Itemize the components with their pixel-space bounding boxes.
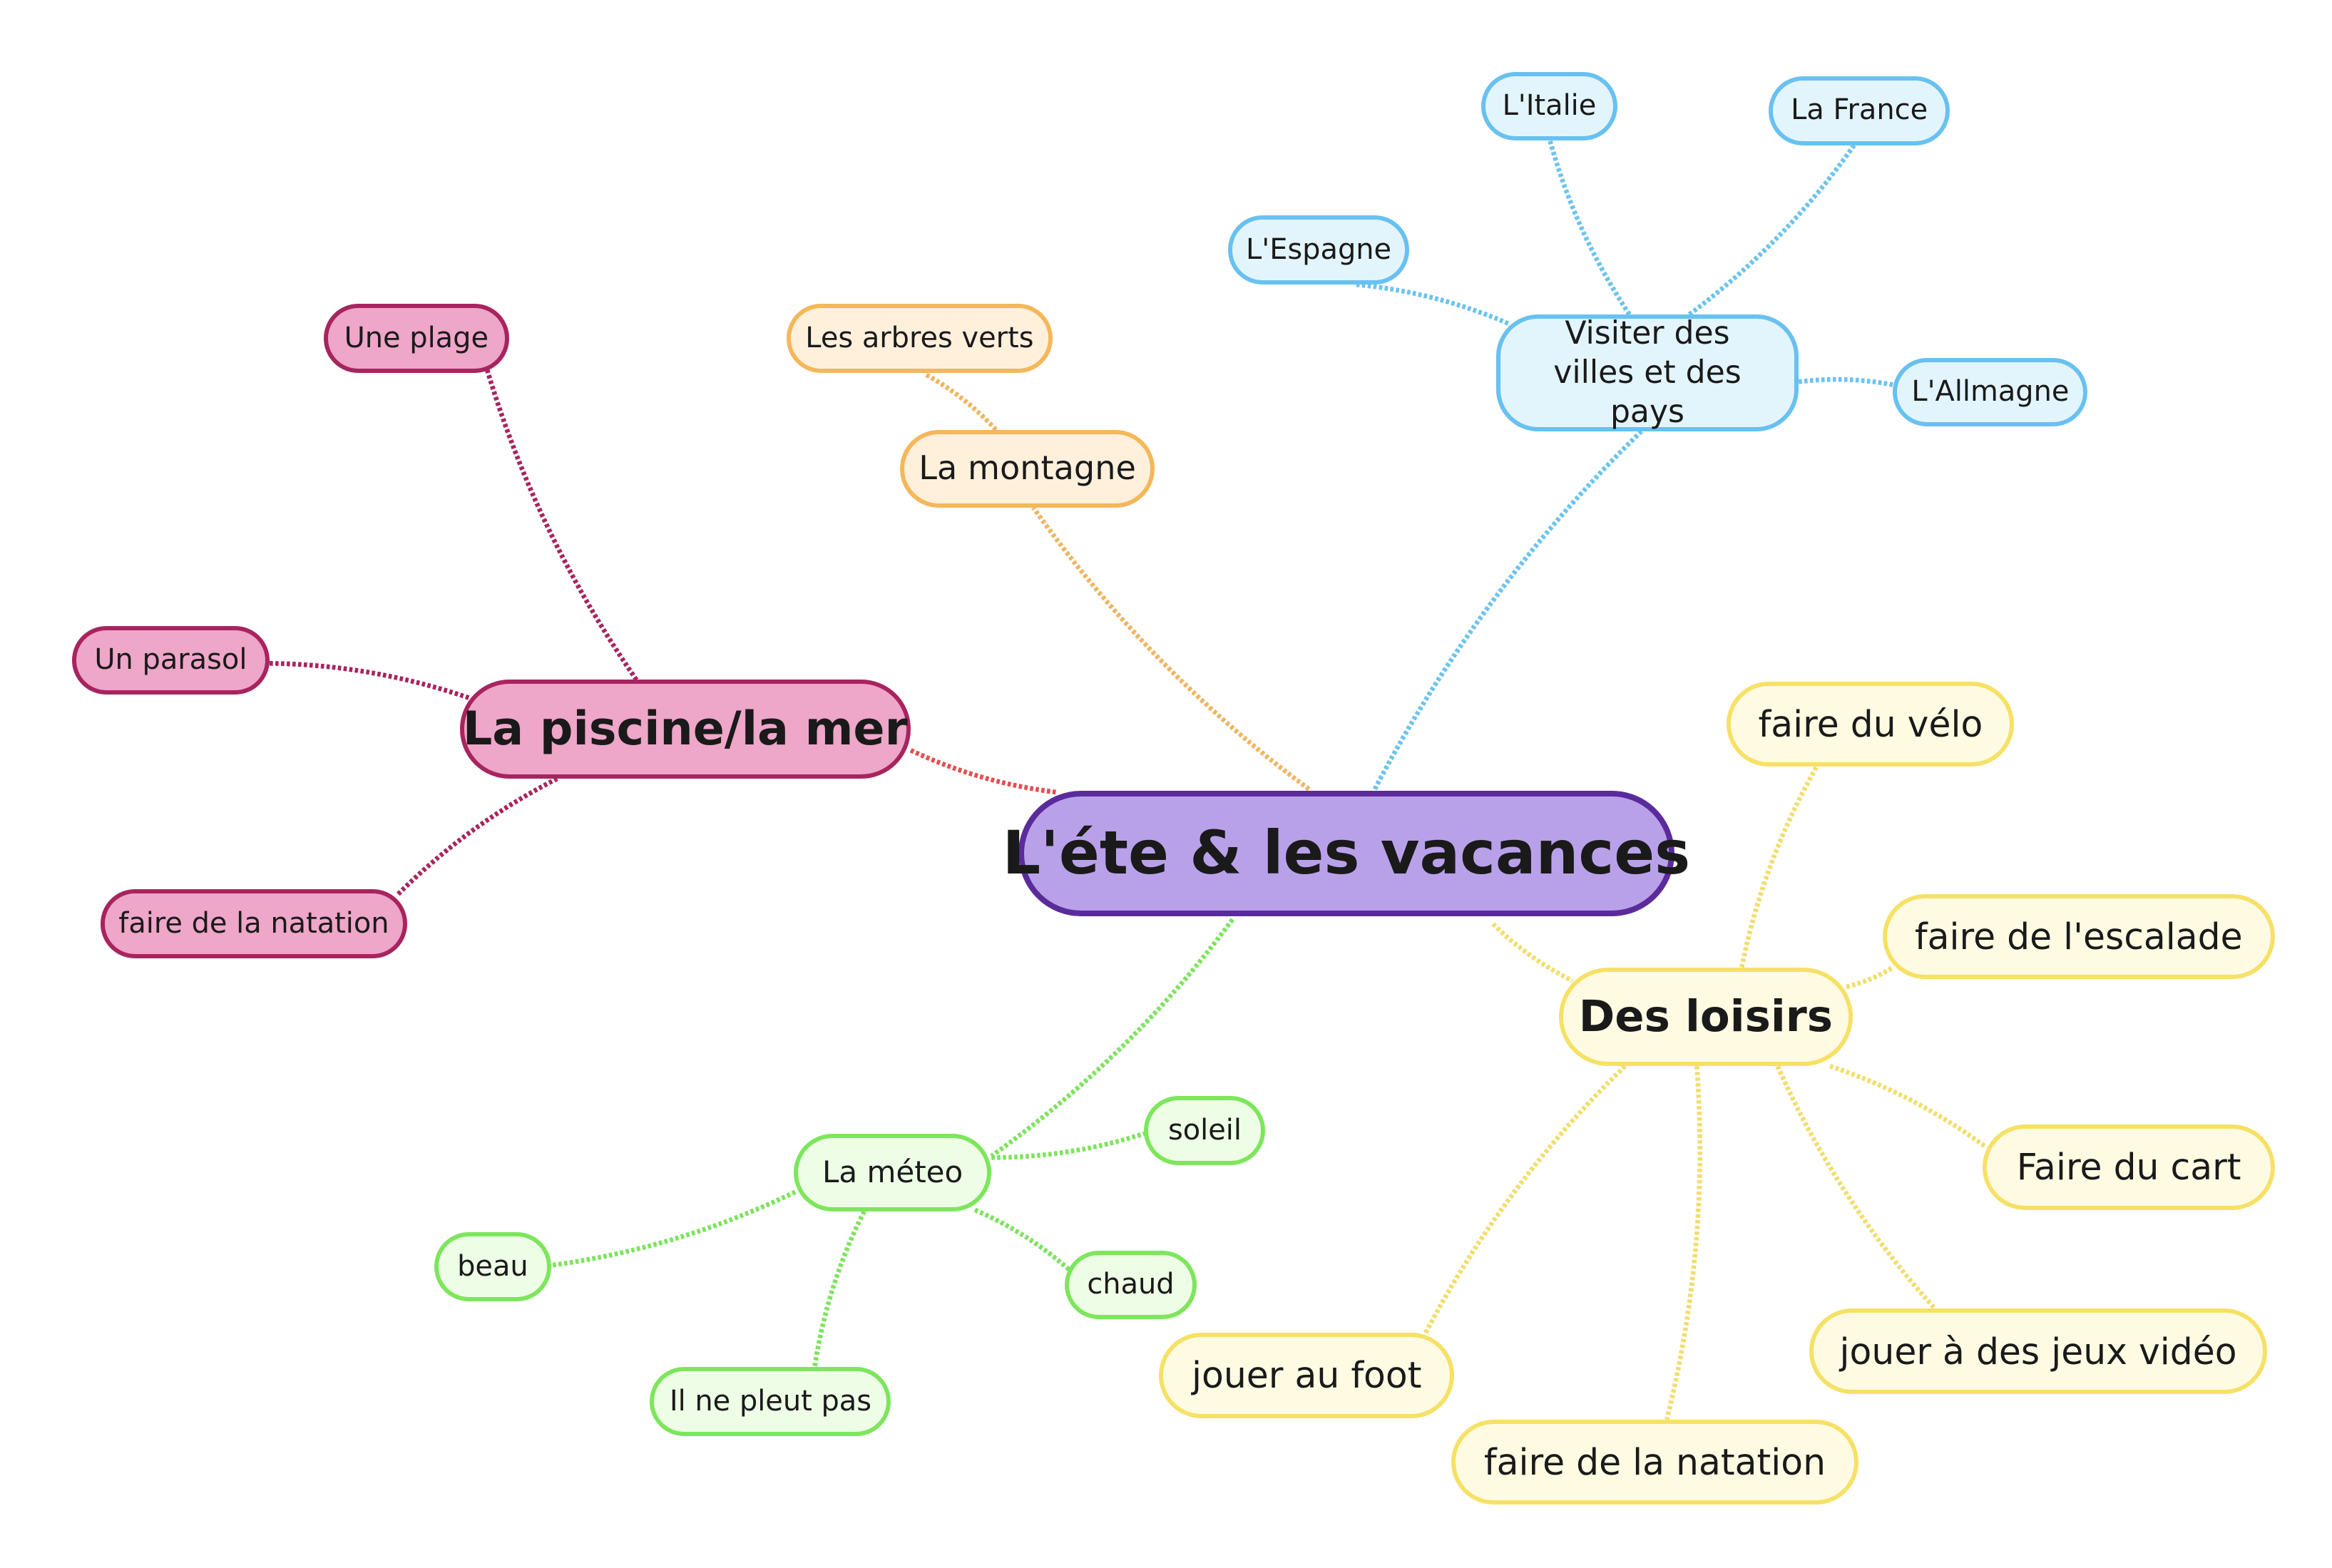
connector-line (1798, 376, 1894, 387)
leaf-france[interactable]: La France (1769, 76, 1950, 145)
connector-line (1739, 765, 1819, 968)
connector-line (1829, 1064, 1988, 1149)
connector-line (1355, 282, 1510, 326)
leaf-beau[interactable]: beau (434, 1232, 551, 1301)
root-node[interactable]: L'éte & les vacances (1003, 790, 1690, 917)
connector-line (812, 1210, 866, 1368)
leaf-label: La France (1791, 93, 1928, 127)
leaf-label: chaud (1087, 1267, 1175, 1301)
connector-line (1031, 506, 1311, 791)
leaf-allmagne[interactable]: L'Allmagne (1893, 357, 2088, 427)
leaf-label: L'Allmagne (1911, 375, 2070, 409)
leaf-chaud[interactable]: chaud (1065, 1250, 1197, 1320)
branch-travel-node[interactable]: Visiter des villes et des pays (1495, 314, 1799, 431)
leaf-les-arbres-verts[interactable]: Les arbres verts (786, 304, 1053, 373)
connector-line (1423, 1064, 1627, 1334)
connector-line (1664, 1065, 1703, 1420)
leaf-label: faire de la natation (1483, 1441, 1826, 1484)
branch-weather-label: La méteo (822, 1154, 963, 1190)
root-label: L'éte & les vacances (1002, 818, 1691, 888)
connector-line (924, 372, 998, 431)
connector-line (973, 1207, 1071, 1272)
leaf-label: beau (457, 1249, 528, 1283)
leaf-label: jouer à des jeux vidéo (1839, 1330, 2237, 1373)
leaf-espagne[interactable]: L'Espagne (1228, 215, 1410, 285)
branch-leisure-node[interactable]: Des loisirs (1559, 967, 1853, 1067)
leaf-soleil[interactable]: soleil (1144, 1096, 1266, 1165)
connector-line (395, 777, 558, 898)
connector-line (990, 918, 1234, 1158)
branch-sea-label: La piscine/la mer (462, 702, 908, 756)
leaf-label: faire du vélo (1758, 702, 1983, 745)
connector-line (909, 748, 1056, 795)
leaf-italie[interactable]: L'Italie (1480, 71, 1617, 141)
connector-line (1372, 429, 1643, 791)
leaf-label: faire de l'escalade (1914, 916, 2243, 958)
leaf-jouer-jeux-video[interactable]: jouer à des jeux vidéo (1809, 1308, 2268, 1395)
connector-line (269, 660, 470, 700)
leaf-faire-de-la-natation-sea[interactable]: faire de la natation (100, 889, 408, 958)
leaf-label: soleil (1167, 1113, 1242, 1147)
leaf-label: L'Italie (1502, 89, 1597, 123)
branch-sea-node[interactable]: La piscine/la mer (459, 680, 911, 779)
connector-line (1775, 1065, 1937, 1311)
leaf-label: Faire du cart (2016, 1146, 2241, 1189)
leaf-faire-de-lescalade[interactable]: faire de l'escalade (1882, 893, 2275, 980)
leaf-label: Une plage (344, 321, 489, 354)
branch-weather-node[interactable]: La méteo (794, 1133, 992, 1211)
leaf-label: L'Espagne (1246, 232, 1392, 266)
leaf-une-plage[interactable]: Une plage (323, 304, 509, 373)
connector-line (551, 1189, 797, 1268)
leaf-jouer-au-foot[interactable]: jouer au foot (1159, 1333, 1455, 1418)
branch-mountain-node[interactable]: La montagne (900, 429, 1155, 508)
leaf-label: Un parasol (94, 643, 247, 677)
connector-line (484, 367, 639, 682)
leaf-faire-du-velo[interactable]: faire du vélo (1727, 681, 2015, 767)
leaf-faire-de-la-natation-leisure[interactable]: faire de la natation (1451, 1419, 1859, 1505)
branch-mountain-label: La montagne (919, 449, 1136, 488)
connector-line (1846, 965, 1895, 990)
leaf-un-parasol[interactable]: Un parasol (71, 625, 270, 695)
leaf-il-ne-pleut-pas[interactable]: Il ne pleut pas (650, 1367, 891, 1436)
branch-travel-label: Visiter des villes et des pays (1553, 315, 1742, 431)
leaf-label: Il ne pleut pas (669, 1384, 871, 1418)
leaf-label: faire de la natation (118, 906, 389, 940)
connector-line (1491, 922, 1574, 983)
branch-leisure-label: Des loisirs (1578, 990, 1834, 1042)
leaf-label: Les arbres verts (805, 321, 1034, 354)
connector-line (1687, 143, 1856, 317)
connector-line (1548, 140, 1632, 316)
leaf-label: jouer au foot (1191, 1354, 1422, 1397)
connector-line (991, 1131, 1145, 1160)
leaf-faire-du-cart[interactable]: Faire du cart (1983, 1124, 2275, 1210)
